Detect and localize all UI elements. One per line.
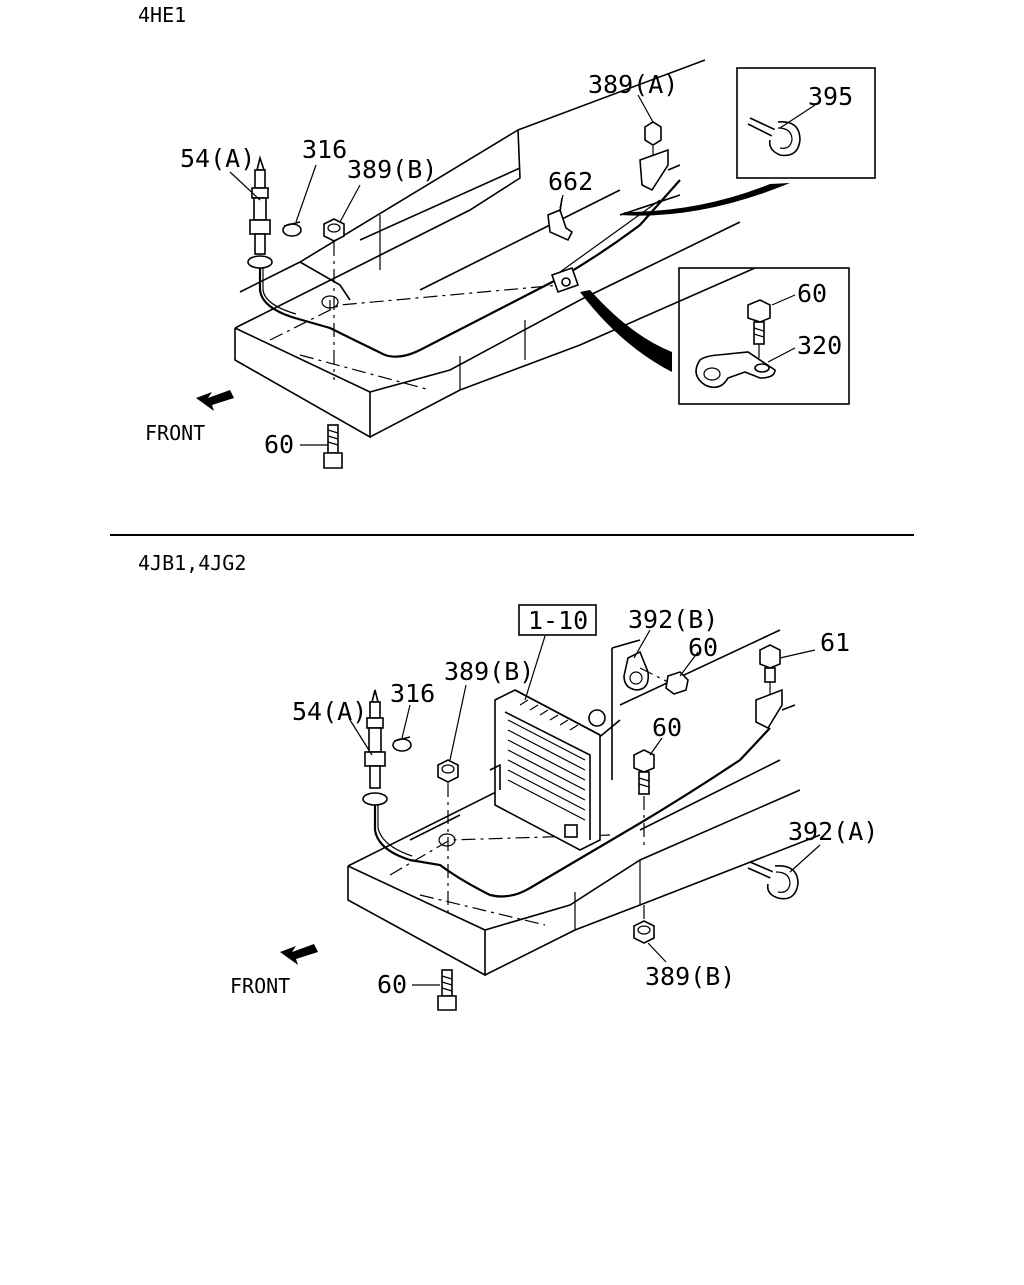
callout-320: 320 [797, 331, 842, 360]
callout-60-bottom-4jb1: 60 [377, 970, 407, 999]
section-title-4jb1-4jg2: 4JB1,4JG2 [138, 551, 246, 575]
nut-389a-4he1 [639, 121, 681, 192]
callout-54a-4jb1: 54(A) [292, 697, 367, 726]
leader-lines-4jb1 [349, 629, 821, 986]
leader-lines-4he1 [229, 94, 654, 446]
bolt-60-detail [747, 299, 771, 362]
bolt-60-bottom-4he1 [323, 424, 343, 469]
callout-389b-bottom-4jb1: 389(B) [645, 962, 735, 991]
front-label-4he1: FRONT [145, 421, 205, 445]
callout-389b-top-4jb1: 389(B) [444, 657, 534, 686]
section-title-4he1: 4HE1 [138, 3, 186, 27]
tie-band-395 [747, 117, 801, 157]
detail-box-395 [620, 67, 876, 216]
callout-389b-4he1: 389(B) [347, 155, 437, 184]
callout-389a: 389(A) [588, 70, 678, 99]
callout-61: 61 [820, 628, 850, 657]
bolt-60-bottom-4jb1 [437, 969, 457, 1011]
clamp-316-4jb1 [392, 736, 412, 752]
nut-389b-4he1 [323, 218, 345, 380]
tie-band-392a [747, 861, 799, 900]
callout-60-detail: 60 [797, 279, 827, 308]
callout-392a: 392(A) [788, 817, 878, 846]
nut-389b-top-4jb1 [437, 759, 459, 915]
callout-395: 395 [808, 82, 853, 111]
callout-316-4jb1: 316 [390, 679, 435, 708]
front-arrow-4jb1 [280, 944, 318, 965]
callout-60-bottom-4he1: 60 [264, 430, 294, 459]
bolt-61 [755, 644, 796, 730]
frame-rail-4he1 [234, 59, 756, 439]
clip-392b [611, 639, 689, 780]
detail-box-60-320 [580, 267, 850, 405]
sensor-54a-4jb1 [362, 689, 388, 806]
callout-60-clip: 60 [688, 633, 718, 662]
bolt-60-mid-4jb1 [633, 749, 655, 845]
clip-320-detail [695, 351, 776, 389]
callout-316-4he1: 316 [302, 135, 347, 164]
clamp-316-4he1 [282, 221, 302, 237]
reference-box-1-10 [518, 604, 597, 636]
front-arrow-4he1 [196, 390, 234, 411]
sensor-54a-4he1 [247, 155, 273, 269]
radiator-1-10 [489, 689, 606, 851]
callout-60-mid-4jb1: 60 [652, 713, 682, 742]
nut-389b-bottom-4jb1 [633, 905, 655, 944]
bracket-662-4he1 [547, 197, 574, 242]
sensor-cable-4jb1 [373, 727, 771, 898]
front-label-4jb1: FRONT [230, 974, 290, 998]
callout-392b: 392(B) [628, 605, 718, 634]
callout-54a-4he1: 54(A) [180, 144, 255, 173]
callout-662: 662 [548, 167, 593, 196]
clip-bracket-4he1 [550, 266, 580, 294]
ref-box-label: 1-10 [528, 606, 588, 635]
